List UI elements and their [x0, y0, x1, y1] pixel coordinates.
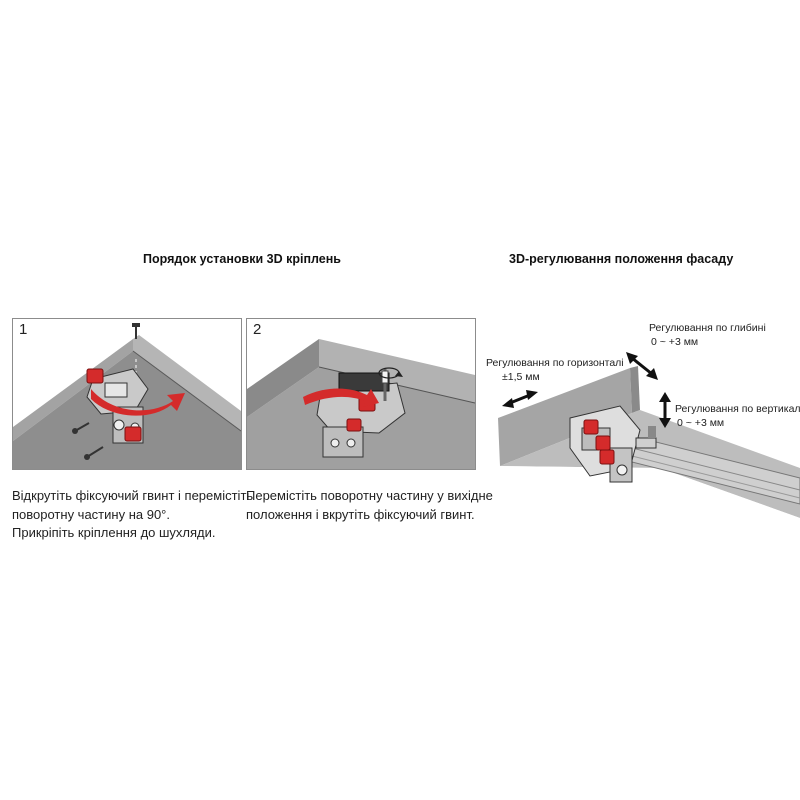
caption-line: положення і вкрутіть фіксуючий гвинт. — [246, 506, 475, 522]
step-2-panel: 2 — [246, 318, 476, 470]
step-1-caption: Відкрутіть фіксуючий гвинт і перемістіть… — [12, 487, 254, 543]
drawer-front — [498, 368, 632, 466]
caption-line: Прикріпіть кріплення до шухляди. — [12, 525, 216, 540]
background-fill — [500, 466, 800, 578]
adjust-screw-red-icon — [583, 419, 615, 465]
caption-line: поворотну частину на 90°. — [12, 506, 170, 522]
side-board — [247, 339, 319, 417]
caption-line: Перемістіть поворотну частину у вихідне — [246, 488, 493, 503]
vertical-arrow-icon — [659, 392, 671, 428]
depth-value: 0 ~ +3 мм — [651, 336, 699, 348]
step-number: 1 — [19, 321, 28, 338]
vertical-label-text: Регулювання по вертикалі — [675, 403, 800, 415]
horizontal-label-text: Регулювання по горизонталі — [486, 357, 624, 369]
front-board-top — [319, 339, 475, 403]
board-edge — [132, 350, 241, 432]
step-1-illustration — [13, 323, 241, 469]
vertical-adjustment-label: Регулювання по вертикалі 0 ~ +3 мм — [675, 402, 800, 430]
horizontal-value: ±1,5 мм — [502, 371, 540, 383]
horizontal-arrow-icon — [502, 390, 538, 408]
left-board — [13, 339, 133, 441]
installation-heading: Порядок установки 3D кріплень — [143, 252, 341, 266]
adjust-screw-red-icon — [86, 368, 142, 442]
step-1-panel: 1 — [12, 318, 242, 470]
depth-adjustment-label: Регулювання по глибині 0 ~ +3 мм — [649, 321, 766, 349]
screw-icon — [132, 323, 140, 339]
rotation-direction-icon — [378, 367, 403, 379]
adjustment-illustration — [498, 352, 800, 578]
step-2-caption: Перемістіть поворотну частину у вихідне … — [246, 487, 493, 524]
rotate-arrow-icon — [91, 389, 185, 416]
loose-screws-icon — [72, 422, 104, 460]
right-board — [133, 335, 241, 431]
adjustment-heading: 3D-регулювання положення фасаду — [509, 252, 734, 266]
rotate-arrow-icon — [303, 388, 379, 407]
depth-label-text: Регулювання по глибині — [649, 322, 766, 334]
step-number: 2 — [253, 321, 262, 338]
caption-line: Відкрутіть фіксуючий гвинт і перемістіть — [12, 488, 254, 503]
drawer-front-edge — [630, 366, 640, 413]
depth-arrow-icon — [626, 352, 658, 380]
horizontal-adjustment-label: Регулювання по горизонталі ±1,5 мм — [486, 356, 624, 384]
vertical-value: 0 ~ +3 мм — [677, 417, 725, 429]
step-2-illustration — [247, 339, 475, 469]
